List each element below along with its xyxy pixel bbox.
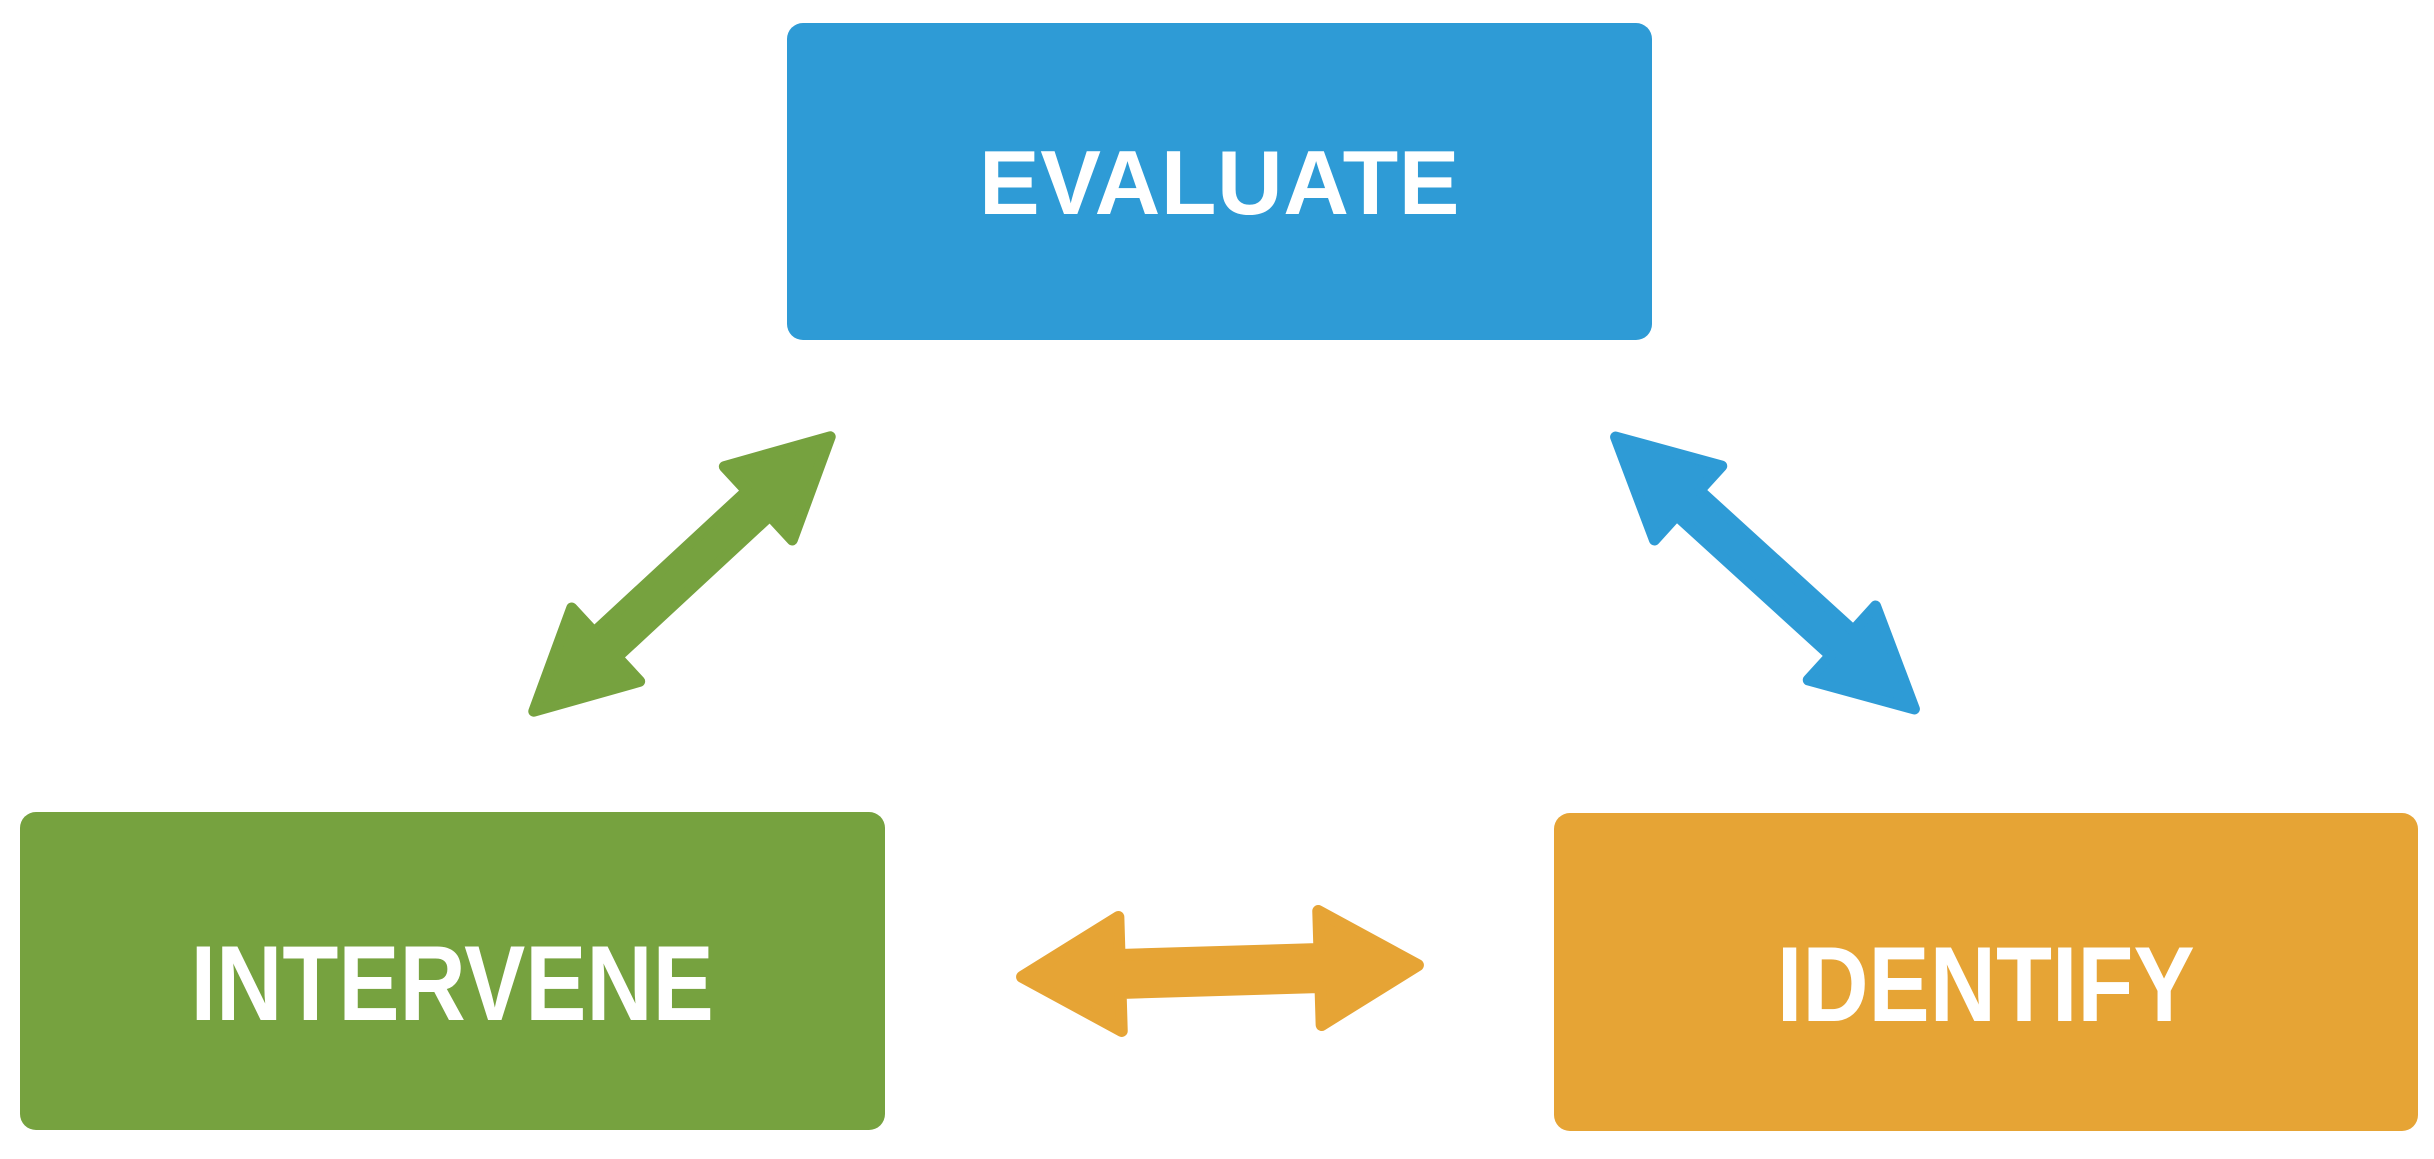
double-arrow-intervene-identify-shape xyxy=(1016,905,1424,1037)
double-arrow-evaluate-identify-shape xyxy=(1610,431,1920,715)
node-intervene-label: INTERVENE xyxy=(190,922,715,1043)
double-arrow-intervene-evaluate-icon xyxy=(528,431,836,717)
node-identify-label: IDENTIFY xyxy=(1777,923,2195,1044)
node-evaluate-label: EVALUATE xyxy=(979,133,1460,234)
double-arrow-intervene-identify-icon xyxy=(1016,905,1424,1037)
double-arrow-evaluate-identify-icon xyxy=(1610,431,1920,715)
node-identify: IDENTIFY xyxy=(1554,813,2418,1131)
double-arrow-intervene-evaluate-shape xyxy=(528,431,836,717)
node-evaluate: EVALUATE xyxy=(787,23,1652,340)
node-intervene: INTERVENE xyxy=(20,812,885,1130)
